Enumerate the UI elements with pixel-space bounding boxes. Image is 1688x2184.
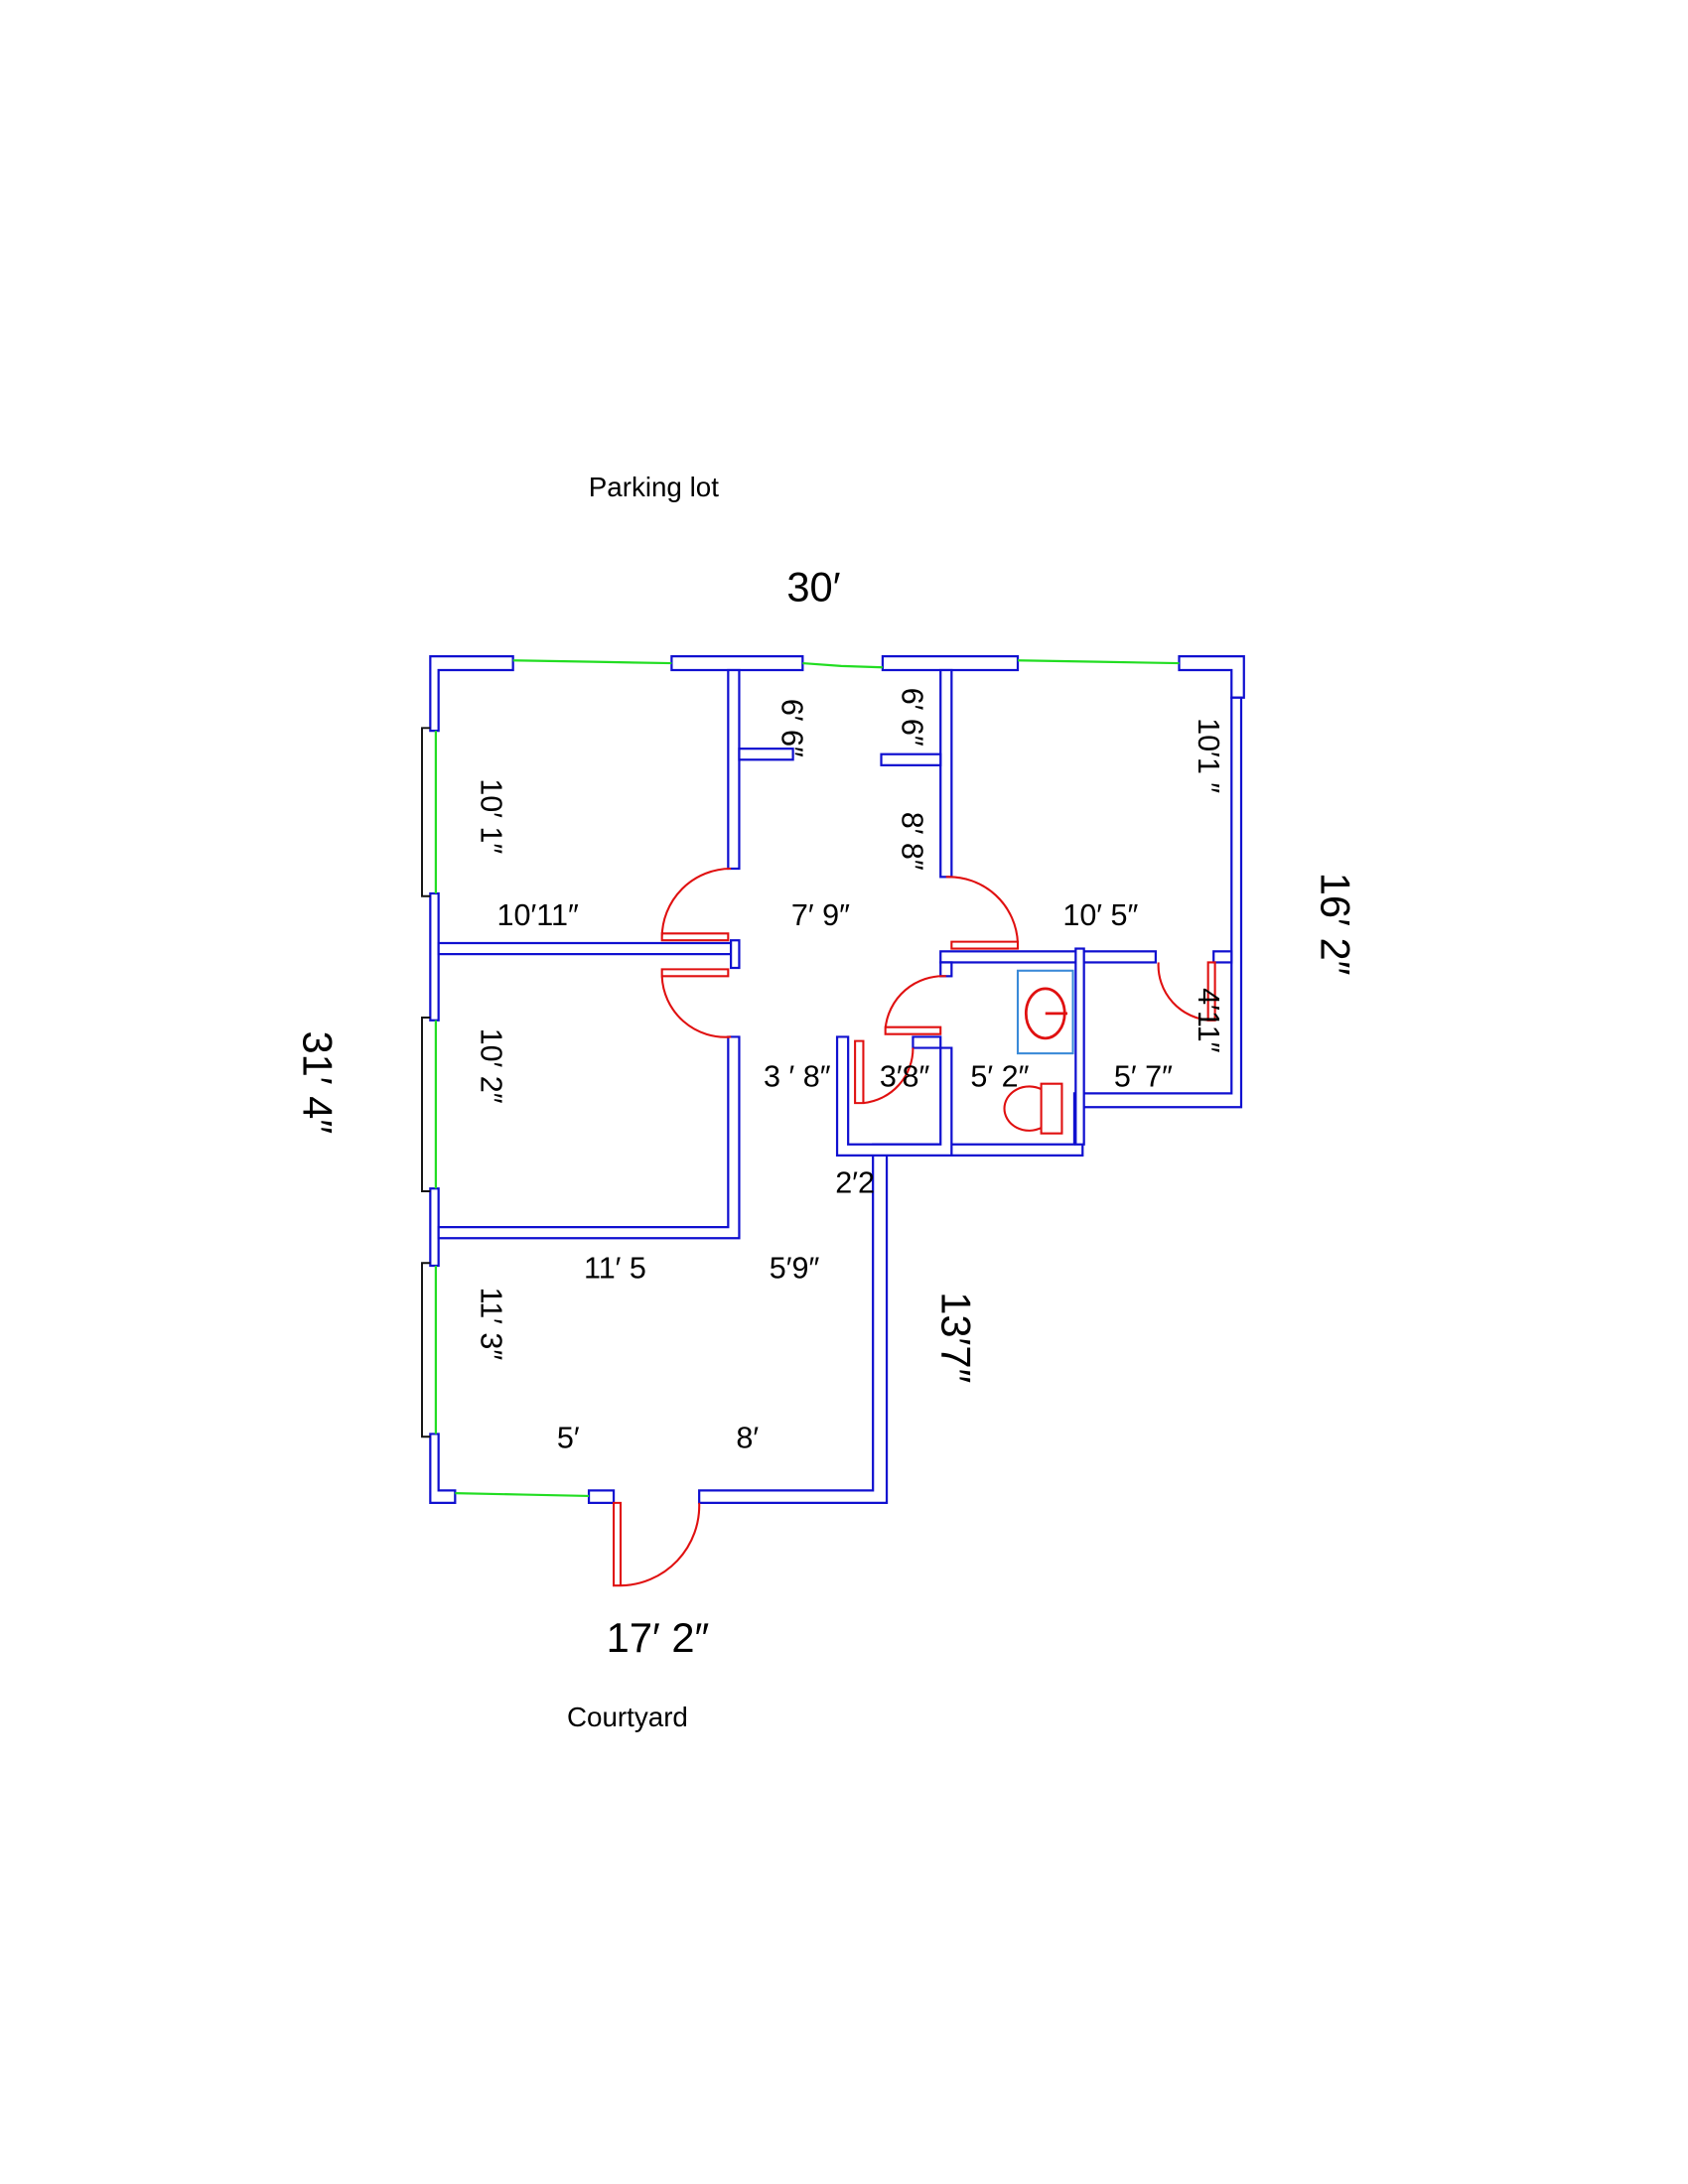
dim-label: 10′1 ″ xyxy=(1192,718,1225,793)
wall-bedroom3-left xyxy=(939,668,953,879)
sink-counter xyxy=(1016,969,1074,1055)
dim-lower-right: 13′7″ xyxy=(933,1292,980,1383)
dim-label: 10′ 5″ xyxy=(1062,898,1138,932)
wall-bedroom1-right xyxy=(727,668,741,871)
dim-bottom: 17′ 2″ xyxy=(607,1614,710,1661)
wall-left-segment xyxy=(429,891,440,1022)
wall-closet3 xyxy=(835,1035,953,1157)
wall-bottom-segment xyxy=(587,1489,616,1504)
wall-top-right-corner xyxy=(1178,655,1245,699)
door-entry xyxy=(613,1501,701,1587)
wall-top-left-corner xyxy=(429,655,514,733)
dim-label: 8′ 8″ xyxy=(895,812,928,871)
window-frame xyxy=(421,727,431,1438)
dim-label: 3 ′ 8″ xyxy=(764,1059,831,1093)
dim-right: 16′ 2″ xyxy=(1313,873,1359,976)
wall-closet1 xyxy=(738,748,794,761)
wall-bath-small-room xyxy=(1074,947,1085,1146)
dim-left: 31′ 4″ xyxy=(295,1030,342,1134)
fixtures xyxy=(1003,969,1074,1135)
dim-label: 11′ 5 xyxy=(584,1252,646,1286)
wall-left-segment xyxy=(429,1187,440,1268)
wall-closet2 xyxy=(880,752,942,766)
dim-label: 5′ xyxy=(557,1421,580,1454)
door-closet3 xyxy=(854,1039,914,1105)
dim-top: 30′ xyxy=(786,564,840,611)
door-bedroom3 xyxy=(945,876,1020,950)
dim-label: 6′ 6″ xyxy=(775,699,809,757)
dim-label: 5′ 7″ xyxy=(1114,1059,1173,1093)
dim-label: 6′ 6″ xyxy=(895,688,928,747)
wall-top-segment xyxy=(881,655,1020,672)
door-small-room xyxy=(1157,961,1216,1022)
windows xyxy=(421,659,1180,1498)
window-bottom xyxy=(455,1492,590,1498)
wall-bedroom-divider xyxy=(437,941,733,956)
site-label-north: Parking lot xyxy=(589,472,719,502)
dim-label: 5′9″ xyxy=(770,1252,820,1286)
door-bedroom1 xyxy=(660,867,732,942)
toilet-icon xyxy=(1003,1082,1063,1135)
dim-label: 5′ 2″ xyxy=(970,1059,1029,1093)
dim-label: 10′ 1″ xyxy=(475,778,508,854)
window-top-right xyxy=(1017,659,1180,665)
doors xyxy=(613,867,1216,1587)
dim-label: 11′ 3″ xyxy=(475,1287,508,1360)
wall-stub xyxy=(729,939,741,970)
dim-label: 10′ 2″ xyxy=(475,1028,508,1104)
door-bath xyxy=(884,975,946,1035)
wall-bath-stub xyxy=(939,961,953,978)
site-label-south: Courtyard xyxy=(567,1702,688,1732)
wall-bedroom2-right xyxy=(437,1035,741,1240)
dim-label: 3′8″ xyxy=(880,1059,930,1093)
wall-top-segment xyxy=(670,655,804,672)
dim-label: 7′ 9″ xyxy=(791,898,850,932)
walls xyxy=(429,655,1245,1504)
dim-label: 4′11″ xyxy=(1192,988,1225,1052)
wall-bedroom3-bottom xyxy=(939,950,1157,964)
window-top-left xyxy=(512,659,672,665)
wall-bedroom3-bottom-right xyxy=(1212,950,1233,964)
window-top-middle xyxy=(802,661,883,669)
door-bedroom2 xyxy=(660,968,732,1038)
dim-label: 10′11″ xyxy=(497,898,579,932)
dim-label: 2′2 xyxy=(835,1165,875,1199)
wall-bottom-left-corner xyxy=(429,1433,457,1504)
dim-label: 8′ xyxy=(736,1421,759,1454)
room-dimensions: 10′ 1″ 10′11″ 6′ 6″ 6′ 6″ 8′ 8″ 7′ 9″ 10… xyxy=(475,688,1225,1455)
